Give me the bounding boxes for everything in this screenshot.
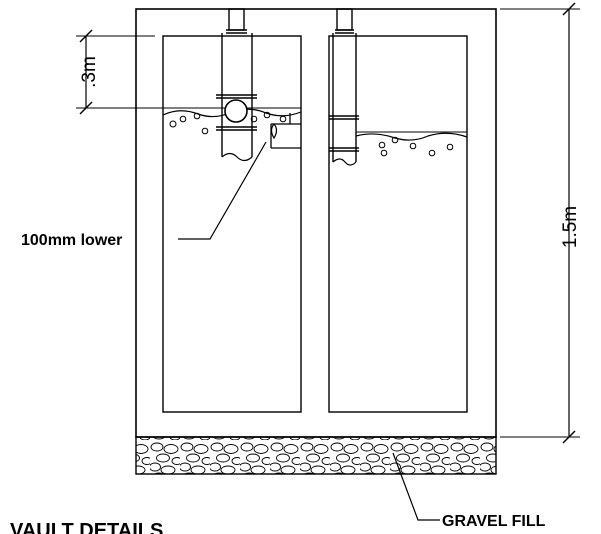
right-inlet-pipe: [329, 8, 359, 166]
vault-outer-wall: [135, 8, 497, 438]
lower-note-label: 100mm lower: [21, 232, 122, 249]
overall-height-label: 1.5m: [560, 206, 581, 248]
left-inlet-pipe: [216, 8, 257, 162]
lower-note-leader: [178, 141, 267, 240]
inlet-depth-label: .3m: [79, 56, 100, 88]
gravel-note-label: GRAVEL FILL: [442, 513, 546, 530]
left-outlet-pipe: [270, 113, 301, 149]
drawing-title: VAULT DETAILS: [10, 520, 163, 534]
gravel-fill: [135, 436, 497, 475]
overall-height-dimension: [500, 2, 580, 444]
gravel-note-leader: [392, 452, 440, 521]
inlet-depth-dimension: [76, 29, 163, 115]
right-water-surface: [355, 131, 468, 157]
left-chamber: [162, 35, 302, 413]
right-chamber: [328, 35, 468, 413]
